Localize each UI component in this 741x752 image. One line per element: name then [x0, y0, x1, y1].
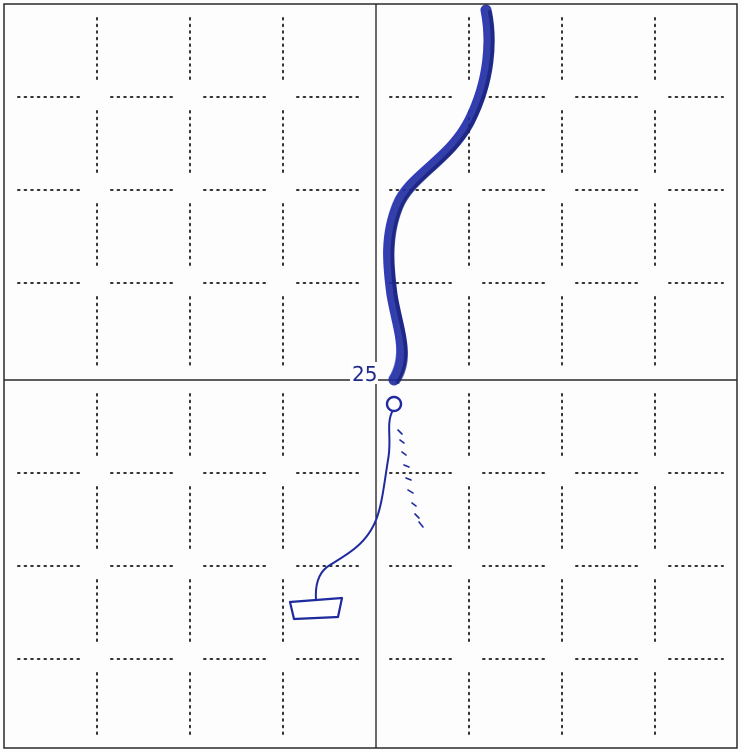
- thin-line: [316, 412, 392, 600]
- thick-ink-path: [385, 9, 493, 382]
- dashed-tick-line: [398, 430, 423, 527]
- anchor-box: [290, 598, 342, 619]
- diagram-label: 25: [352, 362, 377, 386]
- tether-loop: [387, 397, 401, 411]
